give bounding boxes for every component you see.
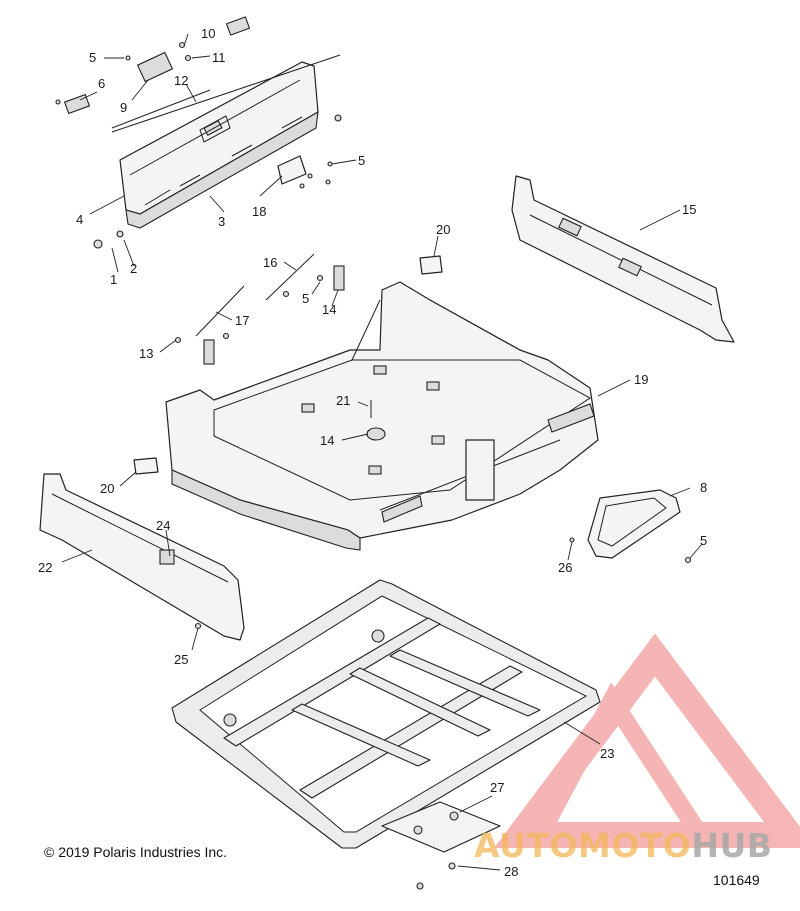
- callout-20b: 20: [100, 481, 114, 496]
- callout-26: 26: [558, 560, 572, 575]
- cargo-box: [165, 281, 599, 551]
- callout-10: 12: [174, 73, 188, 88]
- watermark-text: AUTOMOTOHUB: [474, 826, 772, 865]
- callout-12: 14: [322, 302, 336, 317]
- callout-17: 17: [235, 313, 249, 328]
- callout-13: 13: [139, 346, 153, 361]
- callouts: 5 6 9 10 11 12 4 3 18 5 1 2 20 15 16 5 1…: [38, 26, 707, 879]
- callout-14: 14: [320, 433, 334, 448]
- straps: [174, 253, 372, 418]
- decals: [133, 255, 443, 475]
- callout-28: 28: [504, 864, 518, 879]
- side-panel-left: [39, 473, 245, 641]
- leader-lines: [61, 33, 703, 871]
- subframe: [171, 579, 601, 849]
- skid-plate: [194, 537, 692, 890]
- callout-9: 11: [212, 50, 226, 65]
- callout-20a: 20: [436, 222, 450, 237]
- copyright-notice: © 2019 Polaris Industries Inc.: [44, 844, 228, 860]
- callout-7: 9: [120, 100, 127, 115]
- tailgate-hardware: [55, 16, 342, 249]
- callout-5b: 5: [358, 153, 365, 168]
- watermark-part-b: HUB: [691, 826, 773, 865]
- callout-21: 21: [336, 393, 350, 408]
- side-panel-right: [511, 175, 735, 343]
- callout-2: 2: [130, 261, 137, 276]
- tailgate: [111, 54, 341, 229]
- watermark-logo: [494, 633, 800, 848]
- callout-5d: 5: [700, 533, 707, 548]
- callout-11: 8: [700, 480, 707, 495]
- callout-23: 23: [600, 746, 614, 761]
- callout-19: 19: [634, 372, 648, 387]
- callout-24: 24: [156, 518, 170, 533]
- callout-3: 3: [218, 214, 225, 229]
- side-trim: [587, 489, 681, 559]
- watermark-part-a: AUTOMOTO: [474, 826, 692, 865]
- figure-number: 101649: [713, 872, 760, 888]
- callout-27: 27: [490, 780, 504, 795]
- callout-5: 5: [89, 50, 96, 65]
- callout-5c: 5: [302, 291, 309, 306]
- callout-22: 22: [38, 560, 52, 575]
- callout-16: 16: [263, 255, 277, 270]
- callout-18: 18: [252, 204, 266, 219]
- callout-8: 10: [201, 26, 215, 41]
- callout-6: 6: [98, 76, 105, 91]
- callout-1: 1: [110, 272, 117, 287]
- callout-25: 25: [174, 652, 188, 667]
- callout-15: 15: [682, 202, 696, 217]
- callout-4: 4: [76, 212, 83, 227]
